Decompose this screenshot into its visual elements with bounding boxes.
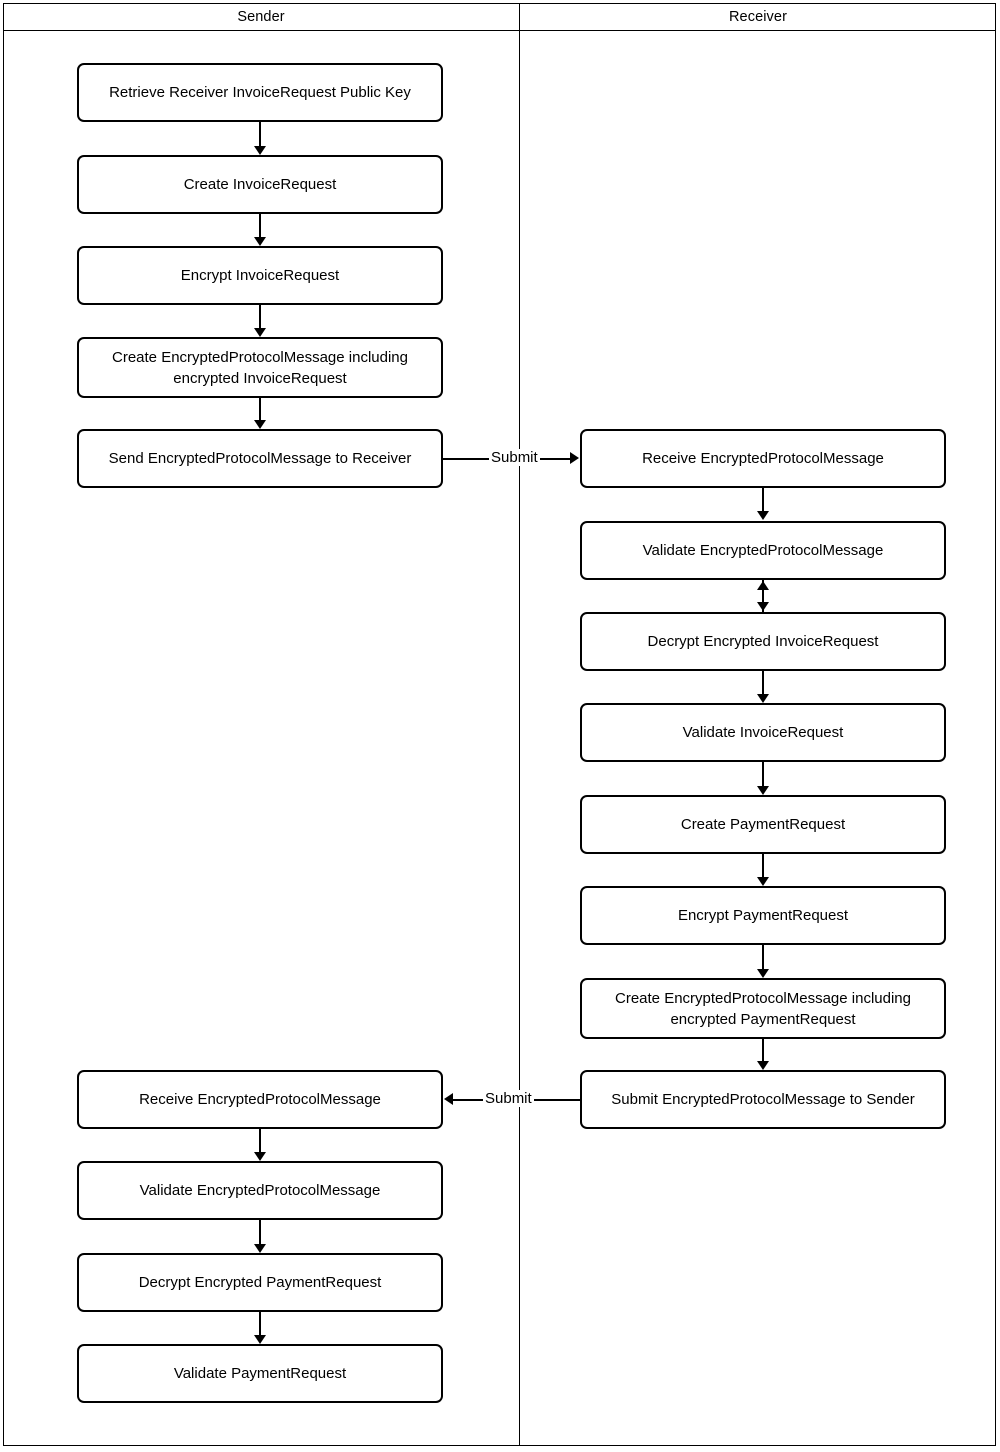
node-label: Validate PaymentRequest — [173, 1365, 347, 1382]
node-decrypt-encrypted-invoicerequest[interactable]: Decrypt Encrypted InvoiceRequest — [580, 612, 946, 671]
node-sender-validate-encryptedprotocolmessage[interactable]: Validate EncryptedProtocolMessage — [77, 1161, 443, 1220]
arrowhead-r2-r3-down — [757, 602, 769, 611]
node-label: Validate EncryptedProtocolMessage — [139, 1182, 381, 1199]
node-sender-receive-encryptedprotocolmessage[interactable]: Receive EncryptedProtocolMessage — [77, 1070, 443, 1129]
connector-s1-s2 — [259, 122, 261, 148]
arrowhead-r5-r6 — [757, 877, 769, 886]
node-create-invoicerequest[interactable]: Create InvoiceRequest — [77, 155, 443, 214]
node-label: Submit EncryptedProtocolMessage to Sende… — [611, 1091, 915, 1108]
node-label: Encrypt InvoiceRequest — [180, 267, 340, 284]
connector-r1-r2 — [762, 488, 764, 513]
connector-s4-s5 — [259, 398, 261, 422]
node-label: Create PaymentRequest — [680, 816, 846, 833]
arrowhead-s4-s5 — [254, 420, 266, 429]
connector-r4-r5 — [762, 762, 764, 788]
node-receiver-receive-encryptedprotocolmessage[interactable]: Receive EncryptedProtocolMessage — [580, 429, 946, 488]
swimlane-header-receiver: Receiver — [728, 9, 787, 25]
node-label: Decrypt Encrypted InvoiceRequest — [647, 633, 879, 650]
connector-r3-r4 — [762, 671, 764, 696]
swimlane-divider — [519, 3, 520, 1446]
connector-s7-s8 — [259, 1220, 261, 1246]
node-label: Encrypt PaymentRequest — [677, 907, 849, 924]
connector-r6-r7 — [762, 945, 764, 971]
arrowhead-r3-r4 — [757, 694, 769, 703]
arrowhead-s3-s4 — [254, 328, 266, 337]
arrowhead-s2-s3 — [254, 237, 266, 246]
arrowhead-r6-r7 — [757, 969, 769, 978]
node-receiver-validate-encryptedprotocolmessage[interactable]: Validate EncryptedProtocolMessage — [580, 521, 946, 580]
connector-r5-r6 — [762, 854, 764, 879]
node-label: Create EncryptedProtocolMessage includin… — [615, 989, 911, 1028]
arrowhead-receiver-to-sender — [444, 1093, 453, 1105]
connector-s2-s3 — [259, 214, 261, 239]
arrowhead-r1-r2 — [757, 511, 769, 520]
node-validate-paymentrequest[interactable]: Validate PaymentRequest — [77, 1344, 443, 1403]
node-label: Create EncryptedProtocolMessage includin… — [112, 348, 408, 387]
arrowhead-s1-s2 — [254, 146, 266, 155]
node-create-paymentrequest[interactable]: Create PaymentRequest — [580, 795, 946, 854]
connector-s3-s4 — [259, 305, 261, 330]
node-label: Create InvoiceRequest — [183, 176, 337, 193]
node-encrypt-paymentrequest[interactable]: Encrypt PaymentRequest — [580, 886, 946, 945]
connector-s6-s7 — [259, 1129, 261, 1154]
connector-r2-r3-bidirectional — [762, 580, 764, 612]
node-label: Send EncryptedProtocolMessage to Receive… — [108, 450, 412, 467]
arrowhead-s8-s9 — [254, 1335, 266, 1344]
edge-label-submit-to-sender: Submit — [483, 1090, 534, 1107]
node-label: Retrieve Receiver InvoiceRequest Public … — [109, 84, 411, 101]
arrowhead-s7-s8 — [254, 1244, 266, 1253]
node-encrypt-invoicerequest[interactable]: Encrypt InvoiceRequest — [77, 246, 443, 305]
node-decrypt-encrypted-paymentrequest[interactable]: Decrypt Encrypted PaymentRequest — [77, 1253, 443, 1312]
swimlane-header-sender: Sender — [237, 9, 285, 25]
node-label: Decrypt Encrypted PaymentRequest — [138, 1274, 382, 1291]
arrowhead-r2-r3-up — [757, 581, 769, 590]
node-label: Receive EncryptedProtocolMessage — [642, 450, 884, 467]
connector-r7-r8 — [762, 1039, 764, 1063]
node-retrieve-receiver-invoicerequest-public-key[interactable]: Retrieve Receiver InvoiceRequest Public … — [77, 63, 443, 122]
node-label: Receive EncryptedProtocolMessage — [139, 1091, 381, 1108]
node-create-encryptedprotocolmessage-paymentrequest[interactable]: Create EncryptedProtocolMessage includin… — [580, 978, 946, 1039]
arrowhead-sender-to-receiver — [570, 452, 579, 464]
node-validate-invoicerequest[interactable]: Validate InvoiceRequest — [580, 703, 946, 762]
arrowhead-r7-r8 — [757, 1061, 769, 1070]
connector-s8-s9 — [259, 1312, 261, 1337]
edge-label-submit-to-receiver: Submit — [489, 449, 540, 466]
arrowhead-s6-s7 — [254, 1152, 266, 1161]
swimlane-header-band: Sender Receiver — [3, 3, 996, 31]
node-label: Validate EncryptedProtocolMessage — [642, 542, 884, 559]
node-create-encryptedprotocolmessage-invoicerequest[interactable]: Create EncryptedProtocolMessage includin… — [77, 337, 443, 398]
node-submit-encryptedprotocolmessage-to-sender[interactable]: Submit EncryptedProtocolMessage to Sende… — [580, 1070, 946, 1129]
node-label: Validate InvoiceRequest — [682, 724, 844, 741]
node-send-encryptedprotocolmessage-to-receiver[interactable]: Send EncryptedProtocolMessage to Receive… — [77, 429, 443, 488]
arrowhead-r4-r5 — [757, 786, 769, 795]
